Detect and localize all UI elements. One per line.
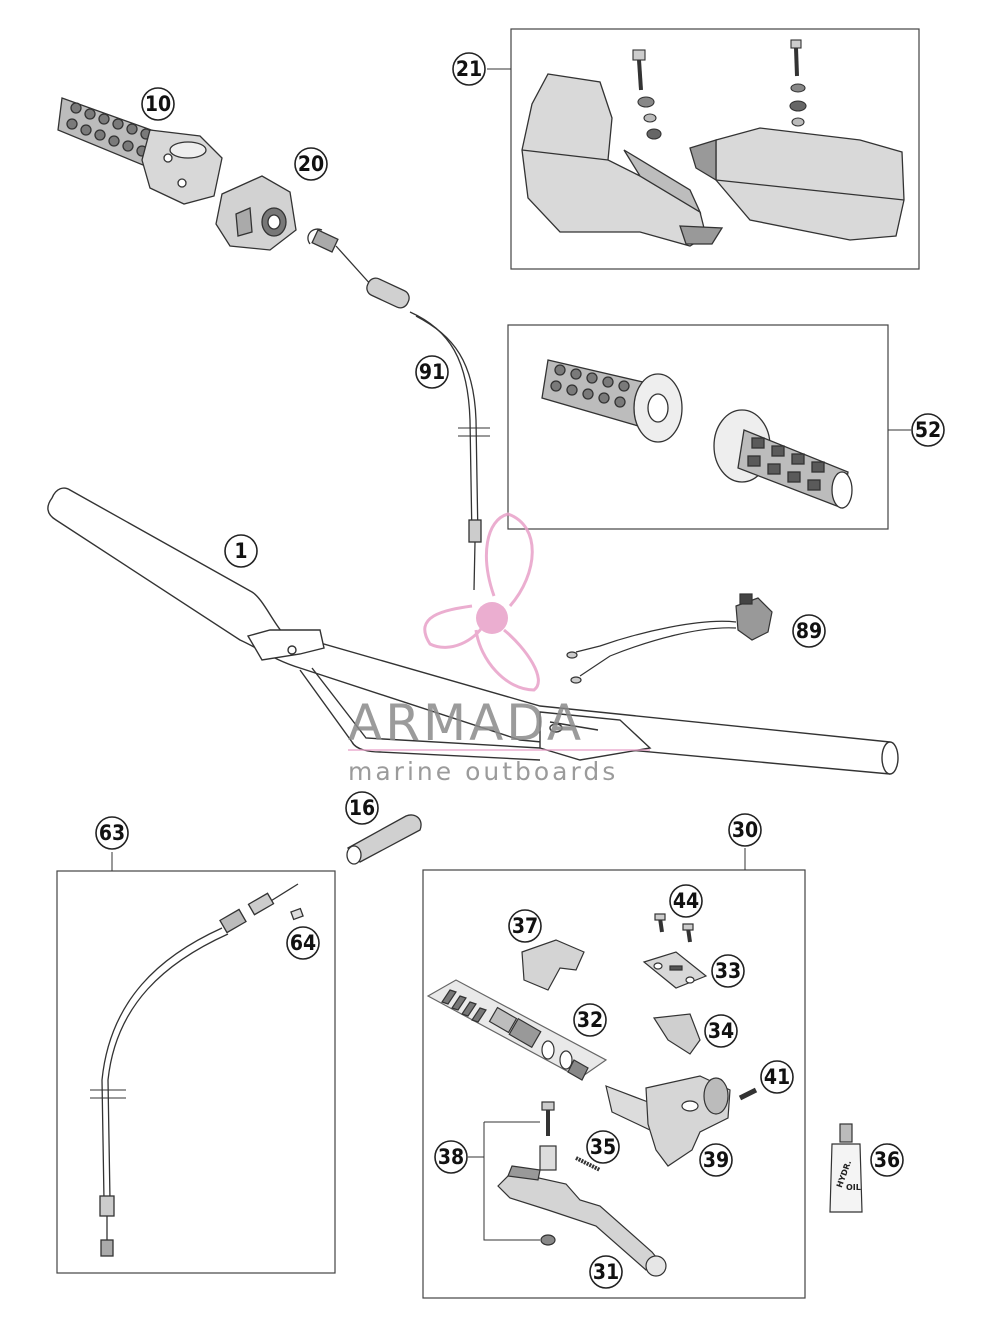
callout-circle bbox=[728, 813, 762, 847]
group-box-52 bbox=[507, 324, 889, 530]
callout-circle bbox=[294, 147, 328, 181]
watermark-brand: ARMADA bbox=[348, 694, 584, 752]
callout-number: 38 bbox=[438, 1145, 464, 1169]
callout-number: 32 bbox=[577, 1008, 603, 1032]
master-cylinder-parts bbox=[426, 913, 758, 1277]
grommet-part bbox=[346, 814, 422, 865]
group-box-21 bbox=[510, 28, 920, 270]
callout-41: 41 bbox=[760, 1060, 794, 1094]
callout-circle bbox=[911, 413, 945, 447]
callout-number: 20 bbox=[298, 152, 324, 176]
callout-number: 52 bbox=[915, 418, 941, 442]
callout-circle bbox=[586, 1130, 620, 1164]
callout-circle bbox=[224, 534, 258, 568]
callout-number: 89 bbox=[796, 619, 822, 643]
propeller-icon bbox=[423, 512, 540, 692]
callout-circle bbox=[704, 1014, 738, 1048]
callout-21: 21 bbox=[452, 52, 486, 86]
grip-part-right bbox=[713, 409, 853, 509]
handlebar-part bbox=[47, 487, 899, 775]
callout-39: 39 bbox=[699, 1143, 733, 1177]
clutch-cable-part bbox=[90, 883, 304, 1257]
callout-number: 33 bbox=[715, 959, 741, 983]
callout-16: 16 bbox=[345, 791, 379, 825]
oil-bottle-part: HYDR. OIL bbox=[829, 1123, 863, 1213]
callout-circle bbox=[870, 1143, 904, 1177]
callout-20: 20 bbox=[294, 147, 328, 181]
callout-number: 64 bbox=[290, 931, 316, 955]
callout-circle bbox=[760, 1060, 794, 1094]
callout-number: 31 bbox=[593, 1260, 619, 1284]
callout-35: 35 bbox=[586, 1130, 620, 1164]
throttle-grip-part bbox=[57, 97, 223, 205]
callout-34: 34 bbox=[704, 1014, 738, 1048]
callout-circle bbox=[286, 926, 320, 960]
handguard-part-right bbox=[689, 127, 905, 241]
callout-number: 39 bbox=[703, 1148, 729, 1172]
callout-circle bbox=[669, 884, 703, 918]
callout-63: 63 bbox=[95, 816, 129, 850]
watermark-tagline: marine outboards bbox=[348, 757, 618, 786]
throttle-cable-part bbox=[307, 228, 490, 591]
group-box-30 bbox=[422, 869, 806, 1299]
handguard-bolts bbox=[632, 39, 807, 140]
callout-leaders bbox=[111, 68, 911, 1158]
grip-part-left bbox=[541, 359, 683, 443]
callout-31: 31 bbox=[589, 1255, 623, 1289]
kill-switch-part bbox=[566, 593, 773, 684]
callout-circle bbox=[573, 1003, 607, 1037]
watermark-logo: ARMADA marine outboards bbox=[348, 512, 650, 786]
callout-number: 37 bbox=[512, 914, 538, 938]
callout-number: 16 bbox=[349, 796, 375, 820]
callout-89: 89 bbox=[792, 614, 826, 648]
callout-number: 44 bbox=[673, 889, 699, 913]
callout-number: 10 bbox=[145, 92, 171, 116]
callout-circle bbox=[452, 52, 486, 86]
callout-number: 91 bbox=[419, 360, 445, 384]
callout-circle bbox=[415, 355, 449, 389]
callout-number: 36 bbox=[874, 1148, 900, 1172]
callout-number: 63 bbox=[99, 821, 125, 845]
callout-30: 30 bbox=[728, 813, 762, 847]
callout-number: 21 bbox=[456, 57, 482, 81]
callout-layer: 10 20 21 91 52 1 89 16 63 64 30 37 44 33 32 34 41 39 35 38 3… bbox=[95, 52, 945, 1289]
callout-1: 1 bbox=[224, 534, 258, 568]
callout-circle bbox=[434, 1140, 468, 1174]
callout-number: 1 bbox=[234, 539, 247, 563]
group-box-63 bbox=[56, 870, 336, 1274]
throttle-cover-part bbox=[215, 175, 297, 251]
callout-circle bbox=[792, 614, 826, 648]
callout-circle bbox=[589, 1255, 623, 1289]
callout-37: 37 bbox=[508, 909, 542, 943]
callout-36: 36 bbox=[870, 1143, 904, 1177]
callout-10: 10 bbox=[141, 87, 175, 121]
callout-32: 32 bbox=[573, 1003, 607, 1037]
callout-circle bbox=[699, 1143, 733, 1177]
callout-38: 38 bbox=[434, 1140, 468, 1174]
oil-label-line2: OIL bbox=[846, 1183, 861, 1192]
callout-number: 34 bbox=[708, 1019, 734, 1043]
callout-44: 44 bbox=[669, 884, 703, 918]
callout-33: 33 bbox=[711, 954, 745, 988]
handguard-part-left bbox=[521, 73, 724, 247]
callout-91: 91 bbox=[415, 355, 449, 389]
callout-number: 41 bbox=[764, 1065, 790, 1089]
callout-52: 52 bbox=[911, 413, 945, 447]
callout-number: 35 bbox=[590, 1135, 616, 1159]
callout-number: 30 bbox=[732, 818, 758, 842]
callout-circle bbox=[711, 954, 745, 988]
callout-circle bbox=[508, 909, 542, 943]
callout-circle bbox=[141, 87, 175, 121]
callout-64: 64 bbox=[286, 926, 320, 960]
callout-circle bbox=[95, 816, 129, 850]
callout-circle bbox=[345, 791, 379, 825]
